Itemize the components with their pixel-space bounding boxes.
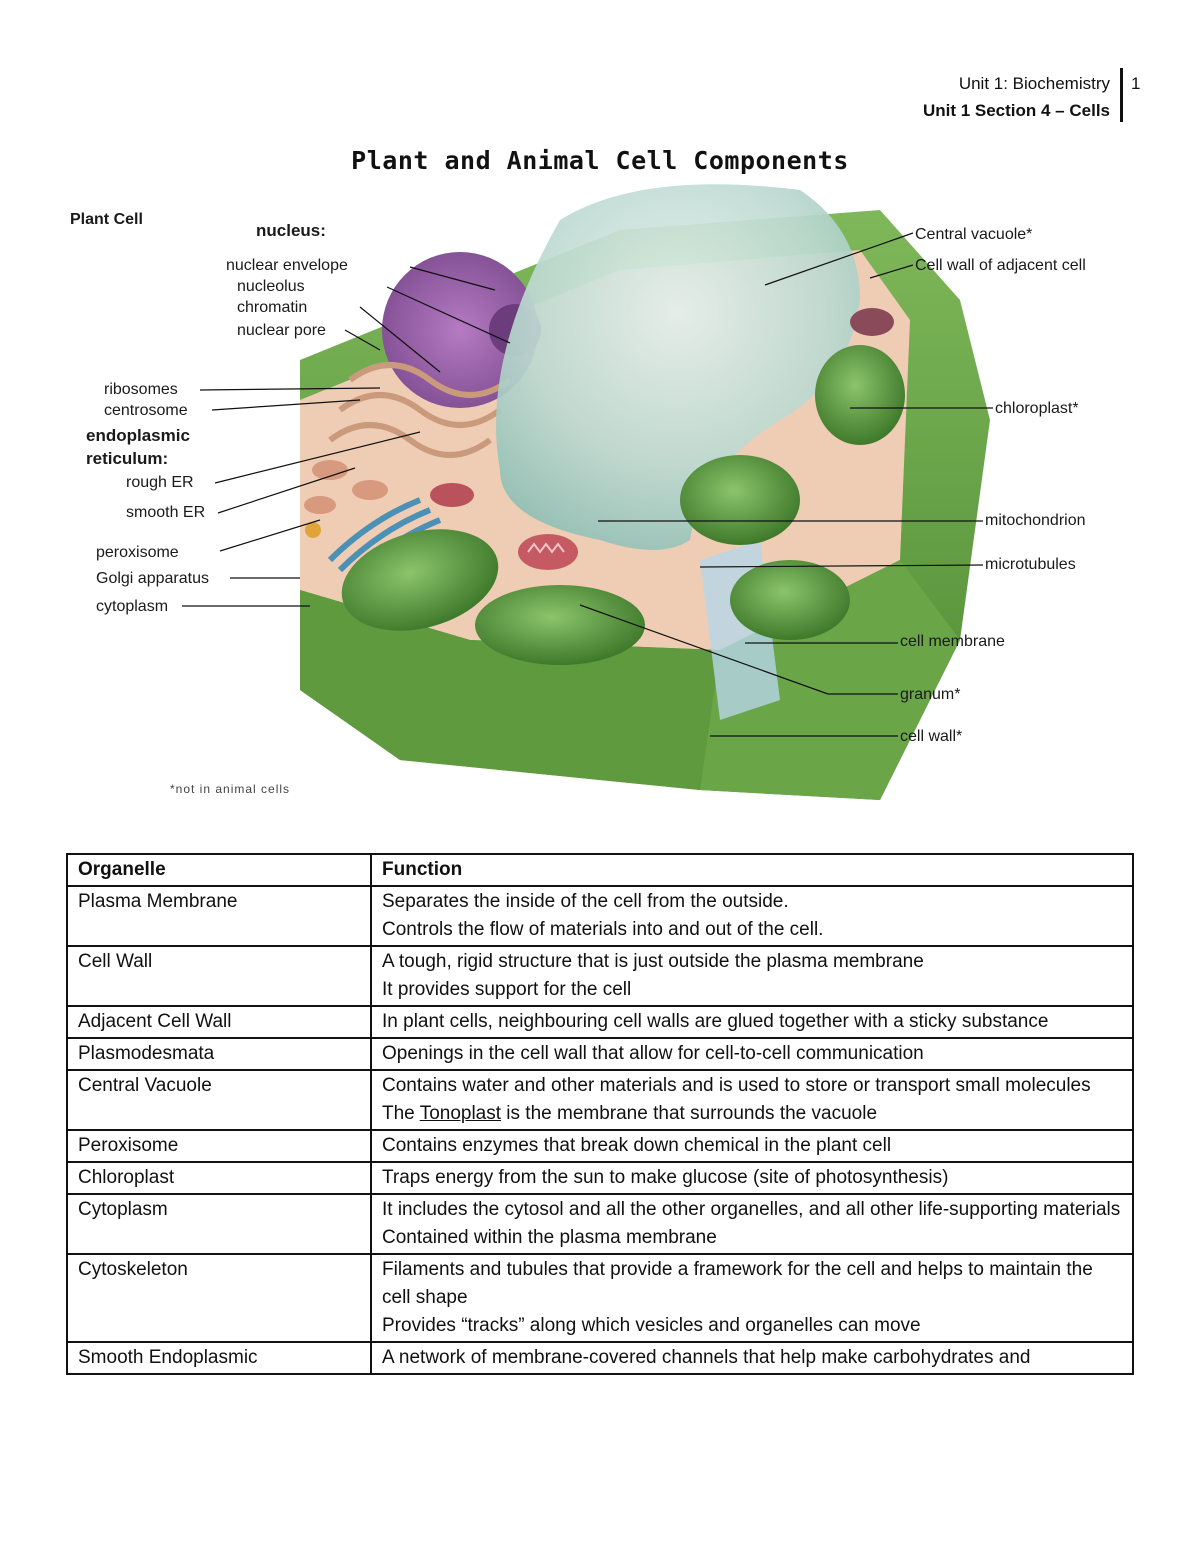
function-line: Contained within the plasma membrane bbox=[382, 1227, 717, 1248]
table-row: Plasma Membrane Separates the inside of t… bbox=[66, 885, 1134, 947]
label-central-vacuole: Central vacuole* bbox=[915, 226, 1033, 243]
organelle-name: Cell Wall bbox=[66, 945, 372, 1007]
header-divider bbox=[1120, 68, 1123, 122]
tonoplast-term: Tonoplast bbox=[419, 1103, 502, 1124]
label-chloroplast: chloroplast* bbox=[995, 400, 1079, 417]
organelle-name: Plasma Membrane bbox=[66, 885, 372, 947]
organelle-function: Openings in the cell wall that allow for… bbox=[370, 1037, 1134, 1071]
function-line: Separates the inside of the cell from th… bbox=[382, 891, 789, 912]
organelle-function: A network of membrane-covered channels t… bbox=[370, 1341, 1134, 1375]
nucleus-heading: nucleus: bbox=[256, 221, 326, 240]
table-header-row: Organelle Function bbox=[66, 853, 1134, 887]
function-line: Filaments and tubules that provide a fra… bbox=[382, 1259, 1093, 1308]
label-adjacent-wall: Cell wall of adjacent cell bbox=[915, 257, 1086, 274]
organelle-function: Traps energy from the sun to make glucos… bbox=[370, 1161, 1134, 1195]
diagram-footnote: *not in animal cells bbox=[170, 782, 291, 796]
label-mitochondrion: mitochondrion bbox=[985, 512, 1086, 529]
organelle-table: Organelle Function Plasma Membrane Separa… bbox=[66, 853, 1134, 1375]
plant-cell-diagram bbox=[182, 184, 993, 800]
table-row: Plasmodesmata Openings in the cell wall t… bbox=[66, 1037, 1134, 1071]
function-line: Controls the flow of materials into and … bbox=[382, 919, 824, 940]
table-row: Chloroplast Traps energy from the sun to … bbox=[66, 1161, 1134, 1195]
organelle-name: Chloroplast bbox=[66, 1161, 372, 1195]
label-smooth-er: smooth ER bbox=[126, 504, 206, 521]
function-line: It includes the cytosol and all the othe… bbox=[382, 1199, 1121, 1220]
organelle-function: Separates the inside of the cell from th… bbox=[370, 885, 1134, 947]
page-number: 1 bbox=[1131, 74, 1141, 93]
header-organelle: Organelle bbox=[66, 853, 372, 887]
label-peroxisome: peroxisome bbox=[96, 544, 179, 561]
function-text: The bbox=[382, 1103, 420, 1124]
er-heading-1: endoplasmic bbox=[86, 426, 190, 445]
organelle-name: Adjacent Cell Wall bbox=[66, 1005, 372, 1039]
table-row: Central Vacuole Contains water and other … bbox=[66, 1069, 1134, 1131]
label-chromatin: chromatin bbox=[237, 299, 308, 316]
organelle-function: Contains enzymes that break down chemica… bbox=[370, 1129, 1134, 1163]
organelle-function: It includes the cytosol and all the othe… bbox=[370, 1193, 1134, 1255]
table-row: Cell Wall A tough, rigid structure that i… bbox=[66, 945, 1134, 1007]
organelle-name: Peroxisome bbox=[66, 1129, 372, 1163]
function-line: A network of membrane-covered channels t… bbox=[382, 1347, 1031, 1368]
organelle-name: Cytoplasm bbox=[66, 1193, 372, 1255]
section-header: Unit 1 Section 4 – Cells bbox=[922, 101, 1110, 120]
label-nuclear-pore: nuclear pore bbox=[237, 322, 326, 339]
label-nuclear-envelope: nuclear envelope bbox=[226, 257, 348, 274]
unit-header: Unit 1: Biochemistry bbox=[958, 74, 1110, 93]
table-row: Cytoplasm It includes the cytosol and all… bbox=[66, 1193, 1134, 1255]
label-nucleolus: nucleolus bbox=[237, 278, 305, 295]
organelle-function: Contains water and other materials and i… bbox=[370, 1069, 1134, 1131]
table-row: Adjacent Cell Wall In plant cells, neighb… bbox=[66, 1005, 1134, 1039]
label-microtubules: microtubules bbox=[985, 556, 1076, 573]
organelle-function: A tough, rigid structure that is just ou… bbox=[370, 945, 1134, 1007]
label-golgi: Golgi apparatus bbox=[96, 570, 209, 587]
function-line: In plant cells, neighbouring cell walls … bbox=[382, 1011, 1049, 1032]
table-row: Smooth Endoplasmic A network of membrane-… bbox=[66, 1341, 1134, 1375]
organelle-name: Central Vacuole bbox=[66, 1069, 372, 1131]
label-centrosome: centrosome bbox=[104, 402, 188, 419]
label-cytoplasm: cytoplasm bbox=[96, 598, 169, 615]
function-line: Contains water and other materials and i… bbox=[382, 1075, 1091, 1096]
function-line: Traps energy from the sun to make glucos… bbox=[382, 1167, 949, 1188]
header-function: Function bbox=[370, 853, 1134, 887]
organelle-name: Smooth Endoplasmic bbox=[66, 1341, 372, 1375]
label-cell-wall: cell wall* bbox=[900, 728, 963, 745]
label-rough-er: rough ER bbox=[126, 474, 194, 491]
table-row: Peroxisome Contains enzymes that break do… bbox=[66, 1129, 1134, 1163]
organelle-name: Cytoskeleton bbox=[66, 1253, 372, 1343]
organelle-name: Plasmodesmata bbox=[66, 1037, 372, 1071]
label-ribosomes: ribosomes bbox=[104, 381, 178, 398]
function-line: Openings in the cell wall that allow for… bbox=[382, 1043, 924, 1064]
er-heading-2: reticulum: bbox=[86, 449, 169, 468]
function-line: The Tonoplast is the membrane that surro… bbox=[382, 1100, 1122, 1128]
function-line: A tough, rigid structure that is just ou… bbox=[382, 951, 924, 972]
label-cell-membrane: cell membrane bbox=[900, 633, 1005, 650]
function-line: Provides “tracks” along which vesicles a… bbox=[382, 1315, 921, 1336]
organelle-function: Filaments and tubules that provide a fra… bbox=[370, 1253, 1134, 1343]
plant-cell-label: Plant Cell bbox=[70, 211, 143, 228]
function-line: It provides support for the cell bbox=[382, 979, 632, 1000]
function-text: is the membrane that surrounds the vacuo… bbox=[501, 1103, 878, 1124]
page-title: Plant and Animal Cell Components bbox=[351, 146, 849, 175]
function-line: Contains enzymes that break down chemica… bbox=[382, 1135, 892, 1156]
organelle-function: In plant cells, neighbouring cell walls … bbox=[370, 1005, 1134, 1039]
label-granum: granum* bbox=[900, 686, 961, 703]
